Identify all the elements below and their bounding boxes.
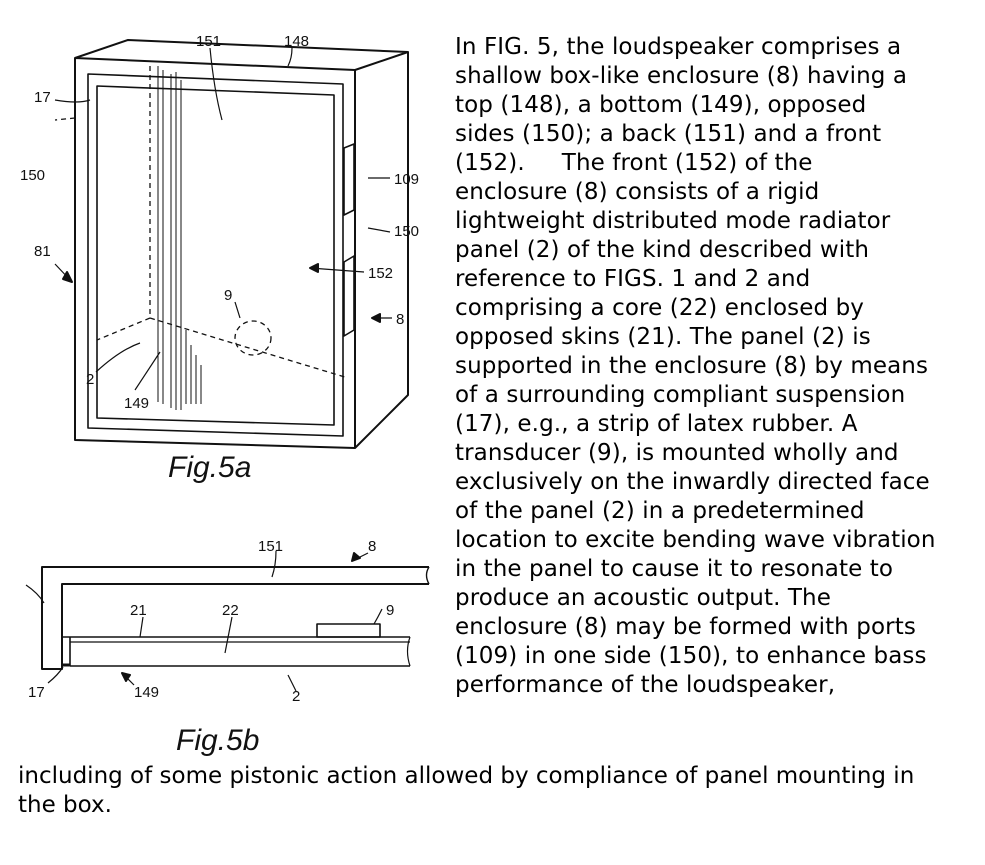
description-paragraph: In FIG. 5, the loudspeaker comprises a s… xyxy=(455,33,970,700)
label-9-b: 9 xyxy=(386,602,394,619)
text-line: opposed skins (21). The panel (2) is xyxy=(455,324,871,350)
label-8: 8 xyxy=(396,311,404,328)
label-21: 21 xyxy=(130,602,147,619)
text-line: enclosure (8) consists of a rigid xyxy=(455,179,820,205)
suspension-frame xyxy=(87,73,344,437)
upper-port xyxy=(343,143,355,216)
hidden-bottom-edge xyxy=(149,317,349,379)
label-150-left: 150 xyxy=(20,167,45,184)
figure-5a-caption: Fig.5a xyxy=(168,451,251,484)
text-line: enclosure (8) may be formed with ports xyxy=(455,614,916,640)
text-line: in the panel to cause it to resonate to xyxy=(455,556,894,582)
label-151-b: 151 xyxy=(258,538,283,555)
label-109: 109 xyxy=(394,171,419,188)
label-150-right: 150 xyxy=(394,223,419,240)
lower-port xyxy=(343,255,355,337)
text-line: (17), e.g., a strip of latex rubber. A xyxy=(455,411,858,437)
label-81: 81 xyxy=(34,243,51,260)
text-line: panel (2) of the kind described with xyxy=(455,237,870,263)
text-line: of the panel (2) in a predetermined xyxy=(455,498,865,524)
reflection-lines xyxy=(157,66,202,410)
text-line: transducer (9), is mounted wholly and xyxy=(455,440,899,466)
radiator-panel xyxy=(96,85,335,426)
enclosure-top-face xyxy=(74,39,409,71)
text-line: sides (150); a back (151) and a front xyxy=(455,121,882,147)
figure-5b-caption: Fig.5b xyxy=(176,724,259,757)
text-line: comprising a core (22) enclosed by xyxy=(455,295,864,321)
label-9: 9 xyxy=(224,287,232,304)
enclosure-back-wall xyxy=(41,566,429,670)
text-line: lightweight distributed mode radiator xyxy=(455,208,891,234)
text-line: produce an acoustic output. The xyxy=(455,585,831,611)
text-line: of a surrounding compliant suspension xyxy=(455,382,906,408)
description-continuation: including of some pistonic action allowe… xyxy=(18,762,978,820)
enclosure-front-outline xyxy=(74,57,356,449)
text-line: exclusively on the inwardly directed fac… xyxy=(455,469,930,495)
text-line: including of some pistonic action allowe… xyxy=(18,763,915,789)
hidden-bottom-left-edge xyxy=(96,317,151,341)
enclosure-side-face xyxy=(354,52,409,449)
text-line: In FIG. 5, the loudspeaker comprises a xyxy=(455,34,902,60)
text-line: reference to FIGS. 1 and 2 and xyxy=(455,266,811,292)
text-line: (152). The front (152) of the xyxy=(455,150,813,176)
label-17: 17 xyxy=(34,89,51,106)
text-line: location to excite bending wave vibratio… xyxy=(455,527,936,553)
label-8-b: 8 xyxy=(368,538,376,555)
text-line: (109) in one side (150), to enhance bass xyxy=(455,643,927,669)
transducer-outline xyxy=(234,320,272,356)
transducer-block xyxy=(316,623,381,638)
label-17-b: 17 xyxy=(28,684,45,701)
label-149: 149 xyxy=(124,395,149,412)
label-2-b: 2 xyxy=(292,688,300,705)
text-line: supported in the enclosure (8) by means xyxy=(455,353,929,379)
label-2: 2 xyxy=(86,371,94,388)
figure-5b: 151 8 21 22 9 17 149 2 Fig.5b xyxy=(25,538,430,757)
text-line: the box. xyxy=(18,792,112,818)
label-148: 148 xyxy=(284,33,309,50)
label-22: 22 xyxy=(222,602,239,619)
text-line: shallow box-like enclosure (8) having a xyxy=(455,63,908,89)
text-line: performance of the loudspeaker, xyxy=(455,672,836,698)
text-line: top (148), a bottom (149), opposed xyxy=(455,92,867,118)
hidden-side-edge xyxy=(54,117,76,121)
label-152: 152 xyxy=(368,265,393,282)
figure-5a: 151 148 17 150 109 150 81 152 9 8 2 149 … xyxy=(20,33,419,484)
label-151: 151 xyxy=(196,33,221,50)
label-149-b: 149 xyxy=(134,684,159,701)
